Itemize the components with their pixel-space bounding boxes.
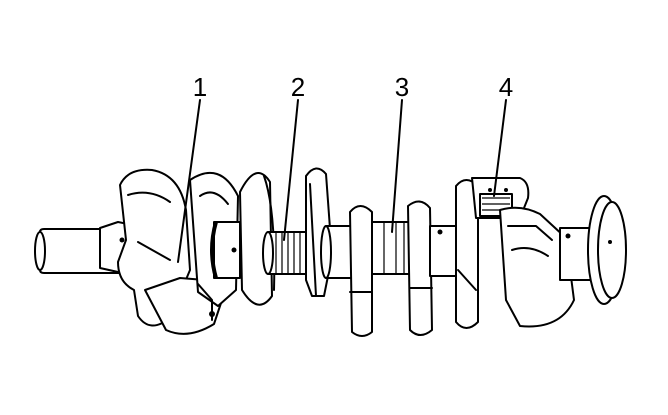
crank-web-3 (349, 205, 373, 337)
crank-web-5 (455, 179, 479, 329)
leader-lines (177, 99, 507, 263)
callout-4: 4 (499, 72, 513, 102)
callout-3: 3 (395, 72, 409, 102)
crank-web-4 (407, 200, 433, 336)
callout-1: 1 (193, 72, 207, 102)
callout-2: 2 (291, 72, 305, 102)
rear-counterweight (499, 206, 575, 328)
rod-journal-2 (262, 231, 313, 275)
rear-flange (559, 195, 627, 305)
